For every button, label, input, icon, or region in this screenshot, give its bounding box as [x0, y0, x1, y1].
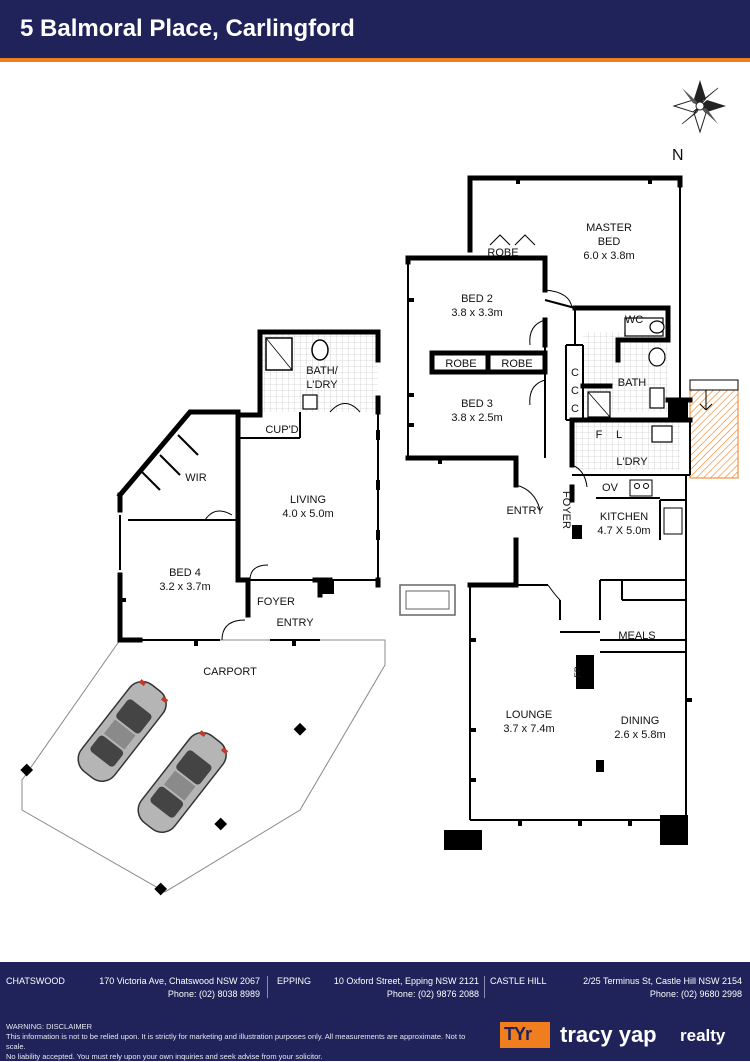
bath-label: BATH [618, 377, 647, 389]
wir-label: WIR [185, 472, 206, 484]
bed2-dims: 3.8 x 3.3m [451, 307, 502, 319]
tyr-logo-icon: TYr [500, 1022, 550, 1048]
bath-ldry-label: BATH/ [306, 365, 339, 377]
lounge-label: LOUNGE [506, 709, 552, 721]
bed4-label: BED 4 [169, 567, 201, 579]
office-address: 10 Oxford Street, Epping NSW 2121 [333, 976, 479, 986]
robe-bed2-label: ROBE [445, 358, 476, 370]
entry-left-label: ENTRY [276, 617, 314, 629]
living-label: LIVING [290, 494, 326, 506]
fireplace-label: FP [573, 666, 583, 678]
footer: CHATSWOOD 170 Victoria Ave, Chatswood NS… [0, 962, 750, 1061]
brand-logo: TYr tracy yap realty [500, 1014, 740, 1054]
carport-slab [21, 639, 386, 893]
lounge-dims: 3.7 x 7.4m [503, 723, 554, 735]
master-bed-label-2: BED [598, 236, 621, 248]
bed3-dims: 3.8 x 2.5m [451, 412, 502, 424]
footer-divider [484, 976, 485, 998]
foyer-main-label: FOYER [560, 491, 572, 529]
office-name: CHATSWOOD [6, 976, 65, 986]
floor-plan: N [0, 62, 750, 962]
cupboard-label-1: C [571, 367, 579, 379]
cupd-label: CUP'D [265, 424, 298, 436]
bed3-label: BED 3 [461, 398, 493, 410]
meals-label: MEALS [618, 630, 655, 642]
office-phone: Phone: (02) 9876 2088 [386, 989, 479, 999]
toilet-icon [311, 339, 329, 361]
brand-suffix: realty [680, 1026, 726, 1045]
disclaimer-text: This information is not to be relied upo… [6, 1032, 466, 1051]
living-dims: 4.0 x 5.0m [282, 508, 333, 520]
office-name: EPPING [277, 976, 312, 986]
cupboard-label-2: C [571, 385, 579, 397]
robe-bed3-label: ROBE [501, 358, 532, 370]
bath-ldry-label-2: L'DRY [306, 379, 338, 391]
kitchen-dims: 4.7 X 5.0m [597, 525, 650, 537]
disclaimer-heading: WARNING: DISCLAIMER [6, 1022, 92, 1031]
kitchen-label: KITCHEN [600, 511, 648, 523]
oven-label: OV [602, 482, 619, 494]
office-phone: Phone: (02) 9680 2998 [649, 989, 742, 999]
brand-name: tracy yap [560, 1022, 657, 1047]
dining-label: DINING [621, 715, 660, 727]
page-title: 5 Balmoral Place, Carlingford [20, 15, 355, 42]
fridge-label: F [596, 429, 603, 441]
bed2-label: BED 2 [461, 293, 493, 305]
office-name: CASTLE HILL [490, 976, 547, 986]
disclaimer-text-2: No liability accepted. You must rely upo… [6, 1052, 323, 1061]
office-phone: Phone: (02) 8038 8989 [167, 989, 260, 999]
north-label: N [672, 147, 684, 164]
car-icon [137, 730, 229, 833]
footer-divider [267, 976, 268, 998]
office-address: 170 Victoria Ave, Chatswood NSW 2067 [99, 976, 260, 986]
wc-label: WC [625, 314, 643, 326]
laundry-tub-label: L [616, 429, 622, 441]
master-bed-dims: 6.0 x 3.8m [583, 250, 634, 262]
dining-dims: 2.6 x 5.8m [614, 729, 665, 741]
office-address: 2/25 Terminus St, Castle Hill NSW 2154 [583, 976, 742, 986]
header-accent-stripe [0, 58, 750, 62]
compass-rose-icon [672, 80, 726, 134]
header-bar: 5 Balmoral Place, Carlingford [0, 0, 750, 58]
bed4-dims: 3.2 x 3.7m [159, 581, 210, 593]
ldry-label: L'DRY [616, 456, 648, 468]
carport-label: CARPORT [203, 666, 257, 678]
foyer-left-label: FOYER [257, 596, 295, 608]
car-icon [77, 679, 169, 782]
floor-plan-drawing: N [20, 80, 739, 896]
disclaimer: WARNING: DISCLAIMER This information is … [6, 1022, 486, 1062]
cupboard-label-3: C [571, 403, 579, 415]
robe-master-label: ROBE [487, 247, 518, 259]
entry-main-label: ENTRY [506, 505, 544, 517]
master-bed-label: MASTER [586, 222, 632, 234]
